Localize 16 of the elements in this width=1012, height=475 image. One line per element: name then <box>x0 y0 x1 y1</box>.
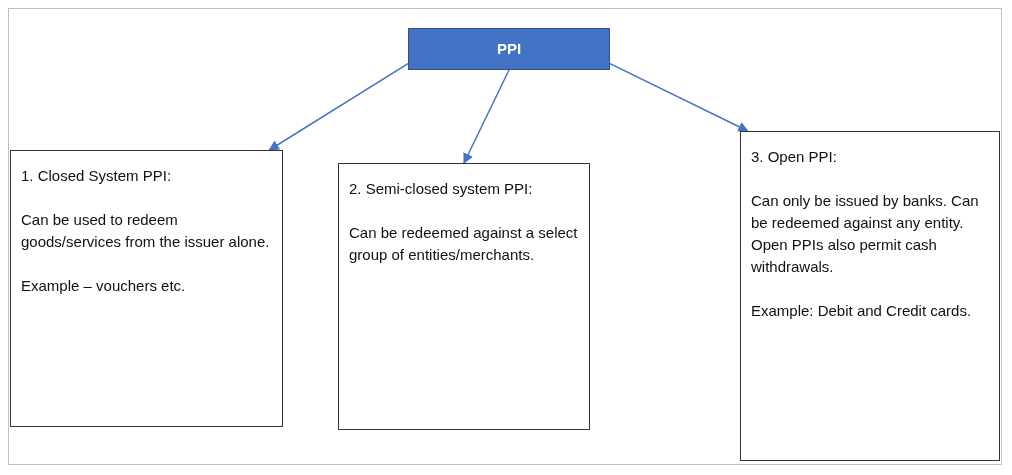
category-heading: 1. Closed System PPI: <box>21 166 173 186</box>
category-description: Can be redeemed against a select group of entities/merchants. <box>349 223 579 265</box>
box-title: PPI <box>496 39 522 59</box>
category-description: Example – vouchers etc. <box>21 276 187 296</box>
category-description: Example: Debit and Credit cards. <box>751 301 973 321</box>
arrow <box>268 62 409 151</box>
root-box <box>408 28 610 70</box>
category-box <box>10 150 283 427</box>
category-description: Can only be issued by banks. Can be redeemed against any entity. Open PPIs also permit cash withdrawals. <box>751 191 980 277</box>
category-box <box>740 131 1000 461</box>
arrow <box>463 69 510 164</box>
category-heading: 2. Semi-closed system PPI: <box>349 179 534 199</box>
arrow <box>609 62 749 132</box>
category-heading: 3. Open PPI: <box>751 147 838 167</box>
category-description: Can be used to redeem goods/services from the issuer alone. <box>21 210 271 252</box>
category-box <box>338 163 590 430</box>
